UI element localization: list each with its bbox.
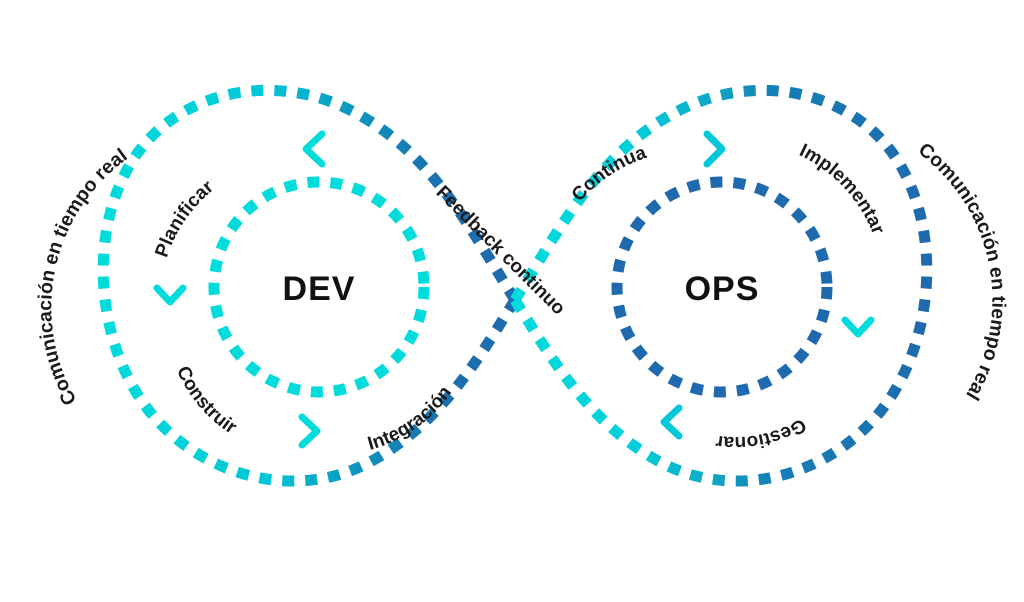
- arc-label-implementar: Implementar: [796, 140, 889, 238]
- arc-label-integracion: Integración: [365, 382, 456, 454]
- arc-label-continua: Continua: [568, 142, 650, 206]
- inner-left-ring: [208, 176, 430, 398]
- chevron-right-icon: [298, 413, 321, 449]
- chevron-left-icon: [302, 130, 326, 168]
- chevron-down-icon: [153, 284, 187, 306]
- arc-label-feedback-continuo: Feedback continuo: [432, 182, 569, 319]
- chevron-left-icon: [660, 404, 683, 440]
- center-label-ops: OPS: [685, 270, 760, 308]
- arc-label-construir: Construir: [172, 363, 241, 439]
- arc-label-comunicacion-left: Comunicación en tiempo real: [34, 144, 131, 409]
- center-label-dev: DEV: [283, 270, 356, 308]
- chevron-right-icon: [703, 130, 726, 168]
- arc-label-gestionar: Gestionar: [714, 414, 810, 453]
- arc-label-planificar: Planificar: [151, 176, 218, 260]
- outer-left-ring: [97, 84, 522, 487]
- inner-right-ring: [611, 176, 833, 398]
- chevron-down-icon: [841, 316, 875, 338]
- outer-right-ring: [508, 84, 933, 487]
- arc-label-comunicacion-right: Comunicación en tiempo real: [914, 139, 1009, 404]
